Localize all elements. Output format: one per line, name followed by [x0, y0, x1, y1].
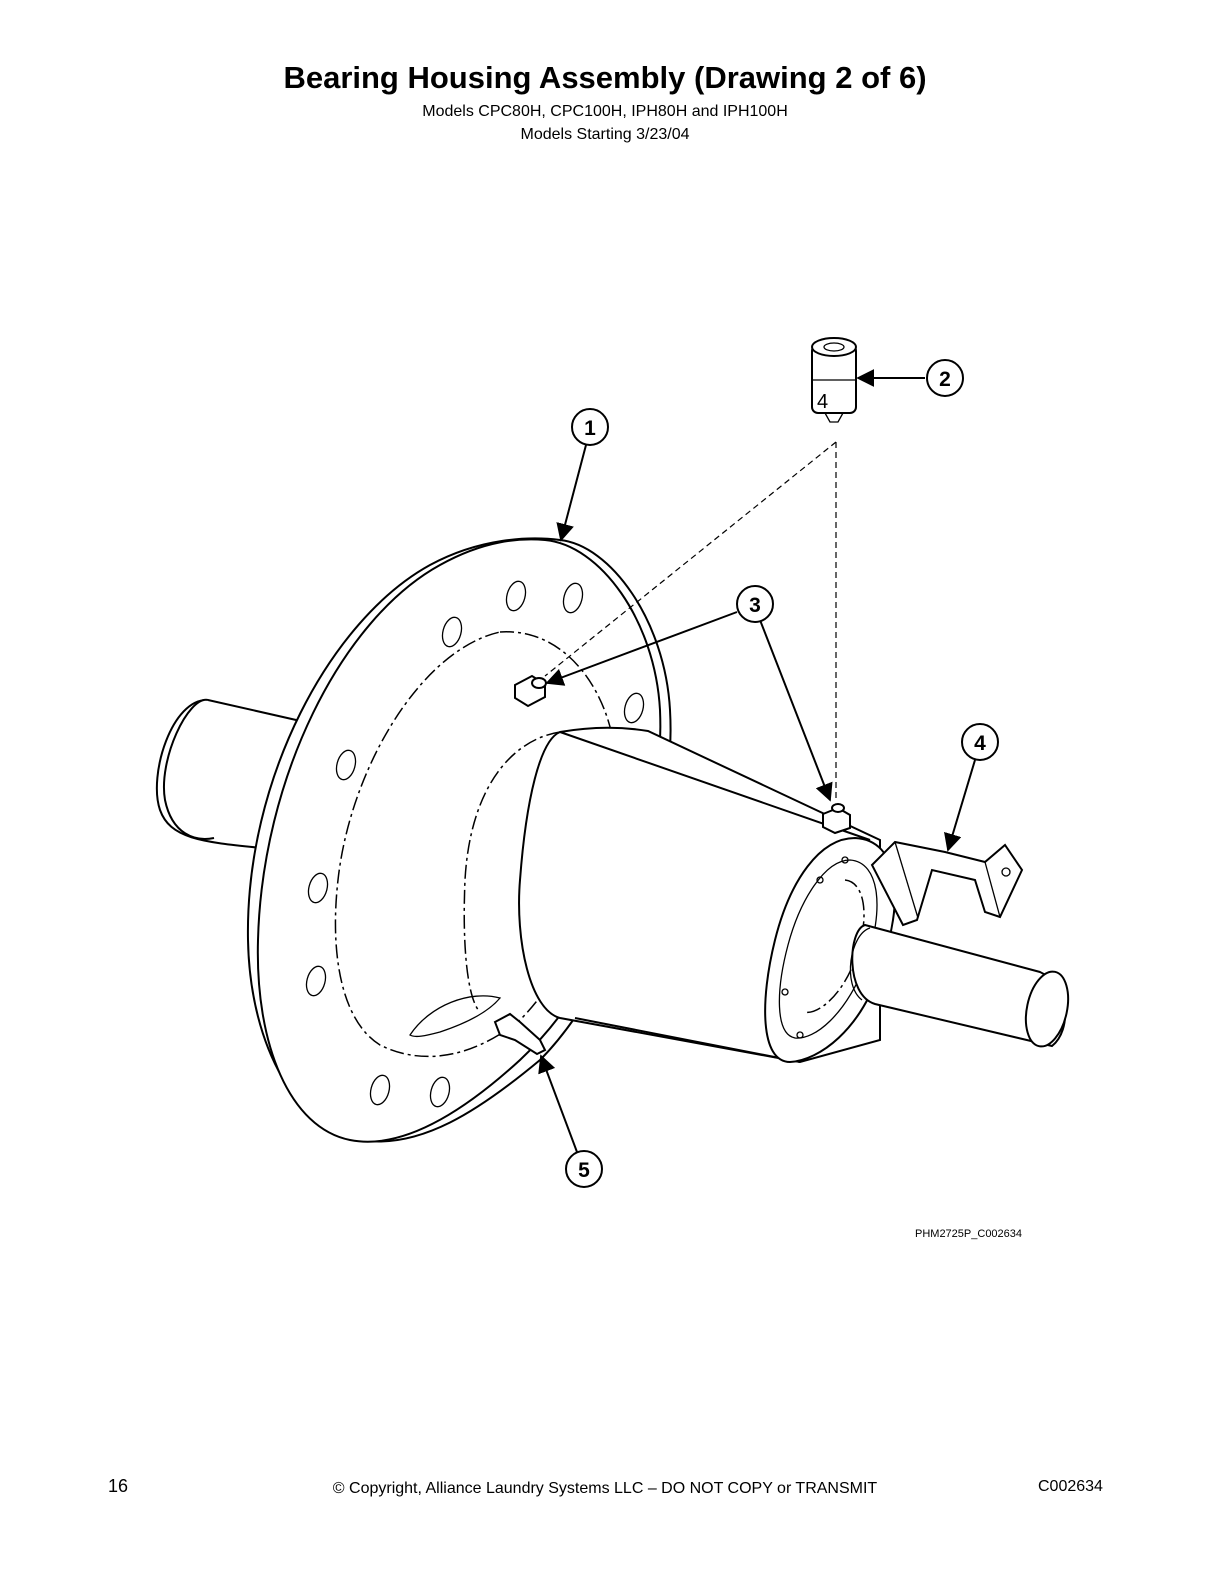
- callout-3: 3: [736, 585, 774, 623]
- callout-5-label: 5: [578, 1159, 590, 1182]
- start-date-subtitle: Models Starting 3/23/04: [520, 126, 690, 143]
- copyright-notice: © Copyright, Alliance Laundry Systems LL…: [332, 1480, 878, 1497]
- rear-shaft: [155, 698, 306, 849]
- callout-2: 2: [926, 359, 964, 397]
- front-shaft: [849, 923, 1070, 1048]
- models-subtitle: Models CPC80H, CPC100H, IPH80H and IPH10…: [422, 103, 788, 120]
- callout-1: 1: [571, 408, 609, 446]
- callout-4-label: 4: [974, 732, 986, 755]
- callout-5: 5: [565, 1150, 603, 1188]
- lubricator-label: 4: [817, 391, 828, 413]
- callout-2-label: 2: [939, 368, 951, 391]
- callout-4: 4: [961, 723, 999, 761]
- page-title: Bearing Housing Assembly (Drawing 2 of 6…: [283, 60, 927, 95]
- grease-fitting-top: [514, 674, 547, 708]
- callout-leaders: [538, 369, 976, 1153]
- callout-1-label: 1: [584, 417, 596, 440]
- page-number: 16: [108, 1476, 129, 1496]
- drain-fitting: [409, 995, 547, 1056]
- figure-id: PHM2725P_C002634: [915, 1228, 1023, 1240]
- callout-3-label: 3: [749, 594, 761, 617]
- document-code: C002634: [1038, 1478, 1103, 1495]
- auto-lubricator: 4: [811, 337, 857, 423]
- bracket: [870, 840, 1024, 927]
- grease-fitting-right: [822, 803, 851, 835]
